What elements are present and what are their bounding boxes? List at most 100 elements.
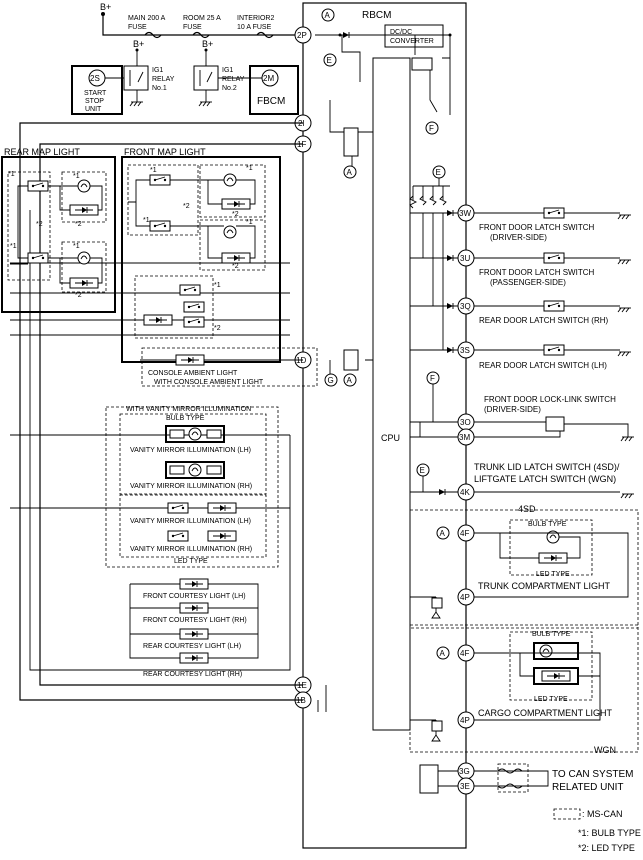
front-map-led-3 [143,314,173,326]
sd4-section [409,509,639,629]
sd4-label: 4SD [518,504,536,514]
front-door-lock-link-switch [545,416,565,432]
vanity-rh-led-label: VANITY MIRROR ILLUMINATION (RH) [130,546,252,553]
front-mark-2d: *2 [214,325,221,332]
front-map-led-1 [221,198,251,210]
rear-map-bulb-2 [77,251,91,265]
pin-4F-4sd: 4F [457,524,475,542]
rear-door-latch-lh-switch [543,344,565,356]
svg-text:A: A [325,11,331,20]
relay1-label-2: RELAY [152,76,175,83]
fuse-room-2: FUSE [183,24,202,31]
front-map-switch-4 [183,316,205,328]
trunk-lid-1: TRUNK LID LATCH SWITCH (4SD)/ [474,462,620,472]
vanity-bulb-rh [165,461,225,479]
front-mark-2c: *2 [232,263,239,270]
front-mark-1a: *1 [150,167,157,174]
rear-courtesy-lh-label: REAR COURTESY LIGHT (LH) [143,643,241,650]
front-courtesy-lh-label: FRONT COURTESY LIGHT (LH) [143,593,246,600]
front-map-switch-5 [183,301,205,313]
pin-4P-4sd: 4P [457,588,475,606]
front-mark-1c: *1 [143,217,150,224]
front-map-switch-3 [179,284,201,296]
rear-mark-2a: *2 [36,221,43,228]
sd4-led-type: LED TYPE [536,571,570,578]
fuse-room-1: ROOM 25 A [183,15,221,22]
relay2-label-2: RELAY [222,76,245,83]
front-courtesy-lh [179,578,209,590]
trunk-light-label: TRUNK COMPARTMENT LIGHT [478,581,611,591]
with-vanity-label: WITH VANITY MIRROR ILLUMINATION [126,406,251,413]
start-stop-unit [71,65,123,115]
pin-4F-wgn: 4F [457,644,475,662]
front-map-light-box [121,156,281,363]
svg-text:2P: 2P [297,31,307,40]
pin-2P: 2P [294,26,312,44]
rear-map-switch-2 [27,252,49,264]
front-map-bulb-2 [223,225,237,239]
relay2-label-1: IG1 [222,67,233,74]
vanity-bulb-type: BULB TYPE [166,415,205,422]
svg-text:E: E [436,168,441,177]
legend-note2: *2: LED TYPE [578,843,635,853]
svg-text:F: F [429,124,434,133]
svg-text:A: A [347,376,353,385]
fbcm-id: 2M [263,74,274,83]
pin-4K: 4K [457,483,475,501]
pin-3S: 3S [457,341,475,359]
wgn-section [409,624,639,753]
start-stop-label-2: STOP [85,98,104,105]
fdll-1: FRONT DOOR LOCK-LINK SWITCH [484,395,616,404]
ig1-relay-2 [193,65,219,91]
wgn-led-type: LED TYPE [534,696,568,703]
svg-text:G: G [328,376,334,385]
fdl-passenger-2: (PASSENGER-SIDE) [490,278,566,287]
rear-mark-1a: *1 [8,171,15,178]
fdl-driver-1: FRONT DOOR LATCH SWITCH [479,223,594,232]
front-courtesy-rh-label: FRONT COURTESY LIGHT (RH) [143,617,247,624]
with-console-ambient: WITH CONSOLE AMBIENT LIGHT [154,379,264,386]
rear-map-led-2 [69,277,99,289]
legend-mscan: : MS-CAN [582,809,623,819]
rear-map-bulb-1 [77,179,91,193]
ref-E-pullup: E [432,165,446,179]
front-door-latch-driver-switch [543,207,565,219]
fdl-driver-2: (DRIVER-SIDE) [490,233,547,242]
console-ambient-label: CONSOLE AMBIENT LIGHT [148,370,238,377]
can-transceiver [419,764,439,794]
ref-G: G [324,373,338,387]
svg-text:3E: 3E [460,782,470,791]
bplus-relay1: B+ [133,39,144,49]
vanity-lh-led-label: VANITY MIRROR ILLUMINATION (LH) [130,518,251,525]
svg-text:1D: 1D [296,356,306,365]
ref-E-4K: E [416,463,430,477]
rear-map-led-1 [69,204,99,216]
rbcm-title: RBCM [362,10,391,21]
fbcm [249,65,299,115]
vanity-rh-bulb-label: VANITY MIRROR ILLUMINATION (RH) [130,483,252,490]
rear-courtesy-rh-label: REAR COURTESY LIGHT (RH) [143,671,242,678]
vanity-led-rh [207,530,237,542]
dcdc-label-1: DC/DC [390,29,412,36]
fbcm-label: FBCM [257,96,285,107]
ref-F-top: F [425,121,439,135]
ref-A-top: A [321,8,335,22]
ref-A-1D: A [343,373,357,387]
front-mark-1d: *1 [246,219,253,226]
rdl-lh: REAR DOOR LATCH SWITCH (LH) [479,361,607,370]
fuse-interior-2: 10 A FUSE [237,24,272,31]
cpu-label: CPU [381,433,400,443]
svg-text:3U: 3U [460,254,470,263]
can-twist [497,763,529,793]
bplus-relay2: B+ [202,39,213,49]
rear-mark-1d: *1 [73,243,80,250]
fuse-interior-1: INTERIOR2 [237,15,274,22]
console-ambient-led [175,354,205,366]
svg-text:4F: 4F [460,649,469,658]
rear-mark-2b: *2 [75,221,82,228]
front-map-bulb-1 [223,173,237,187]
svg-text:3Q: 3Q [460,302,471,311]
rear-courtesy-rh [179,652,209,664]
